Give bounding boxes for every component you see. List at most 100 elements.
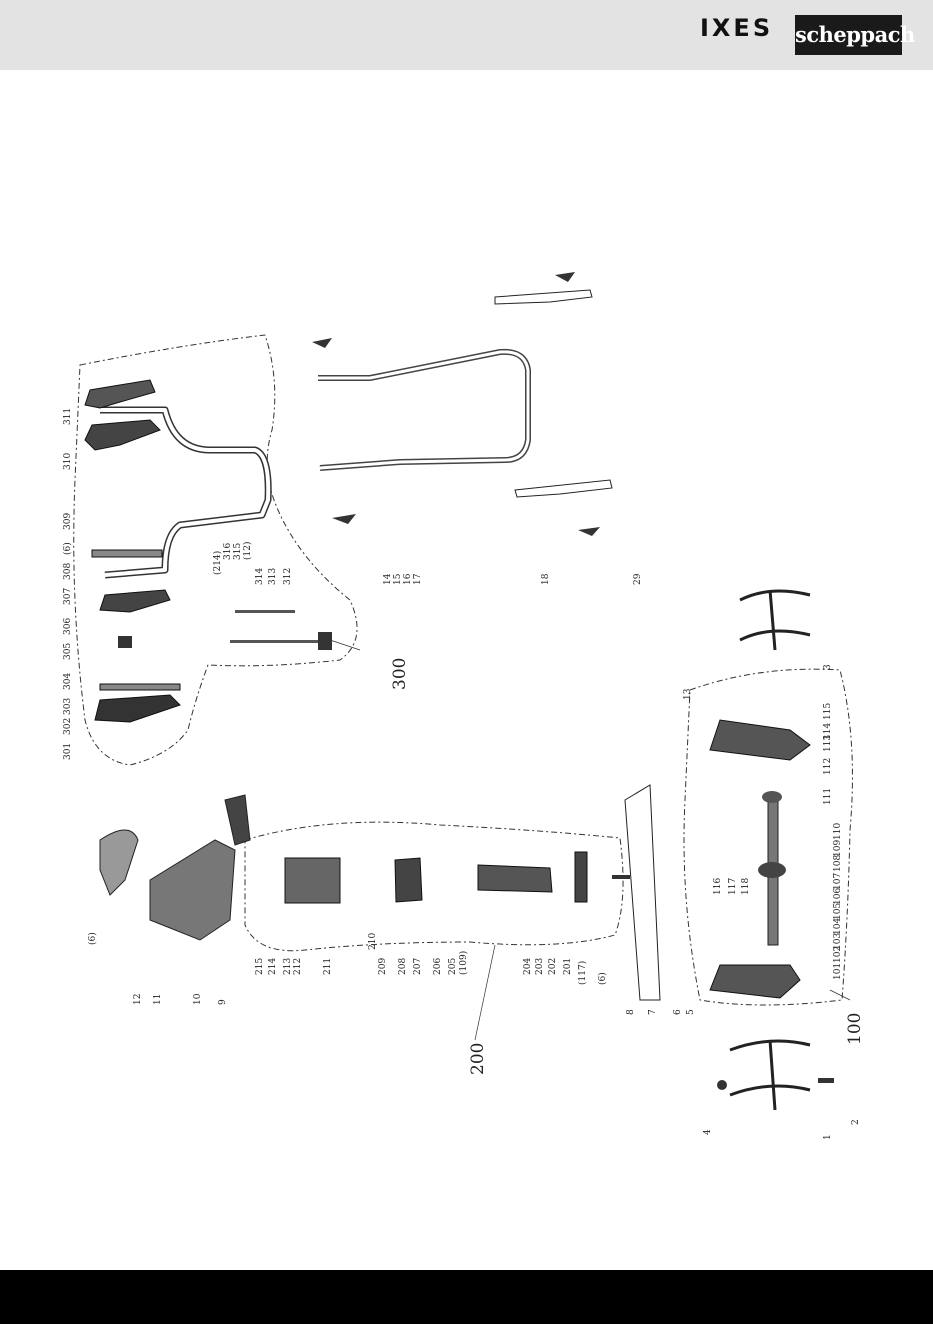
- part-label: 208: [398, 958, 408, 975]
- part-label: 311: [63, 408, 73, 425]
- part-label: 316: [223, 543, 233, 560]
- housing-306: [99, 589, 171, 613]
- part-label: 203: [535, 958, 545, 975]
- bolt-2: [818, 1078, 834, 1083]
- strip-303: [99, 683, 181, 691]
- part-label: 307: [63, 588, 73, 605]
- part-label: 204: [523, 958, 533, 975]
- cable-314: [235, 610, 295, 613]
- part-label: 101: [833, 963, 843, 980]
- part-label: 7: [648, 1009, 658, 1015]
- group-100-label: 100: [845, 1013, 865, 1045]
- part-label: 11: [153, 994, 163, 1005]
- cover-10: [149, 839, 236, 941]
- strip-308: [91, 549, 163, 558]
- part-label: 9: [218, 999, 228, 1005]
- housing-311: [84, 379, 156, 409]
- bar-18: [514, 479, 613, 498]
- tines-3: [739, 589, 811, 651]
- group-300-label: 300: [390, 658, 410, 690]
- lower-handle: [318, 348, 531, 471]
- blade-7: [624, 784, 661, 1001]
- part-label: 207: [413, 958, 423, 975]
- part-label: 8: [626, 1009, 636, 1015]
- part-label: 118: [741, 878, 751, 895]
- part-label: 104: [833, 918, 843, 935]
- part-label: (12): [242, 542, 253, 560]
- switch-304: [118, 636, 132, 648]
- part-label: (117): [577, 961, 588, 985]
- part-label: 313: [268, 568, 278, 585]
- part-label: 108: [833, 855, 843, 872]
- fan-201: [574, 851, 588, 903]
- bearing-111: [762, 791, 782, 803]
- key-8: [612, 875, 630, 879]
- part-label: 212: [293, 958, 303, 975]
- part-label: 15: [393, 573, 403, 585]
- ixes-logo: IXES: [700, 14, 774, 42]
- part-label: 214: [268, 958, 278, 975]
- part-label: 106: [833, 888, 843, 905]
- part-label: 315: [233, 543, 243, 560]
- cable-313: [230, 640, 325, 643]
- knob-right: [578, 527, 600, 536]
- nut-4: [717, 1080, 727, 1090]
- group-200-label: 200: [468, 1043, 488, 1075]
- part-label: 306: [63, 618, 73, 635]
- part-label: 201: [563, 958, 573, 975]
- knob-top: [555, 272, 575, 282]
- part-label: 102: [833, 946, 843, 963]
- part-label: 205: [448, 958, 458, 975]
- page-header: IXES scheppach: [0, 0, 933, 70]
- housing-310: [84, 419, 161, 451]
- part-label: 206: [433, 958, 443, 975]
- part-label: 210: [368, 933, 378, 950]
- page-footer: [0, 1270, 933, 1324]
- gear-108: [758, 862, 786, 878]
- part-label: 3: [823, 664, 833, 670]
- part-label: 2: [851, 1119, 861, 1125]
- leader-lines: [329, 639, 851, 1041]
- part-label: 310: [63, 453, 73, 470]
- group-300-outline: [73, 334, 358, 766]
- bar-upper: [494, 289, 593, 305]
- part-label: 10: [193, 993, 203, 1005]
- part-label: 105: [833, 903, 843, 920]
- part-label: 213: [283, 958, 293, 975]
- part-label: (6): [87, 932, 98, 945]
- group-200-outline: [244, 821, 624, 952]
- part-label: 110: [833, 823, 843, 840]
- part-label: 112: [823, 758, 833, 775]
- part-label: 17: [413, 573, 423, 585]
- exploded-view-svg: 300 200 100 311310309(6)3083073063053043…: [62, 272, 865, 1140]
- part-label: 111: [823, 788, 833, 805]
- part-label: 109: [833, 840, 843, 857]
- armature-204: [477, 864, 553, 893]
- group-100-outline: [683, 668, 853, 1006]
- part-label: 211: [323, 958, 333, 975]
- motor-housing-211: [284, 857, 341, 904]
- tines-1: [729, 1039, 811, 1111]
- part-label: 305: [63, 643, 73, 660]
- part-label: 117: [728, 878, 738, 895]
- part-label: 202: [548, 958, 558, 975]
- field-coil-208: [394, 857, 423, 903]
- part-labels: 311310309(6)308307306305304303302301(214…: [62, 408, 861, 1140]
- part-label: 115: [823, 703, 833, 720]
- part-label: 113: [823, 735, 833, 752]
- part-label: 301: [63, 743, 73, 760]
- part-label: 5: [686, 1009, 696, 1015]
- part-label: 6: [673, 1009, 683, 1015]
- part-label: 107: [833, 873, 843, 890]
- part-label: 29: [633, 573, 643, 585]
- grille-9: [224, 794, 251, 846]
- part-label: (109): [458, 951, 469, 975]
- part-label: 16: [403, 573, 413, 585]
- part-label: 1: [823, 1134, 833, 1140]
- part-label: 103: [833, 933, 843, 950]
- part-label: 4: [703, 1129, 713, 1135]
- gear-housing-101: [709, 964, 801, 999]
- part-label: 18: [541, 573, 551, 585]
- part-label: 302: [63, 718, 73, 735]
